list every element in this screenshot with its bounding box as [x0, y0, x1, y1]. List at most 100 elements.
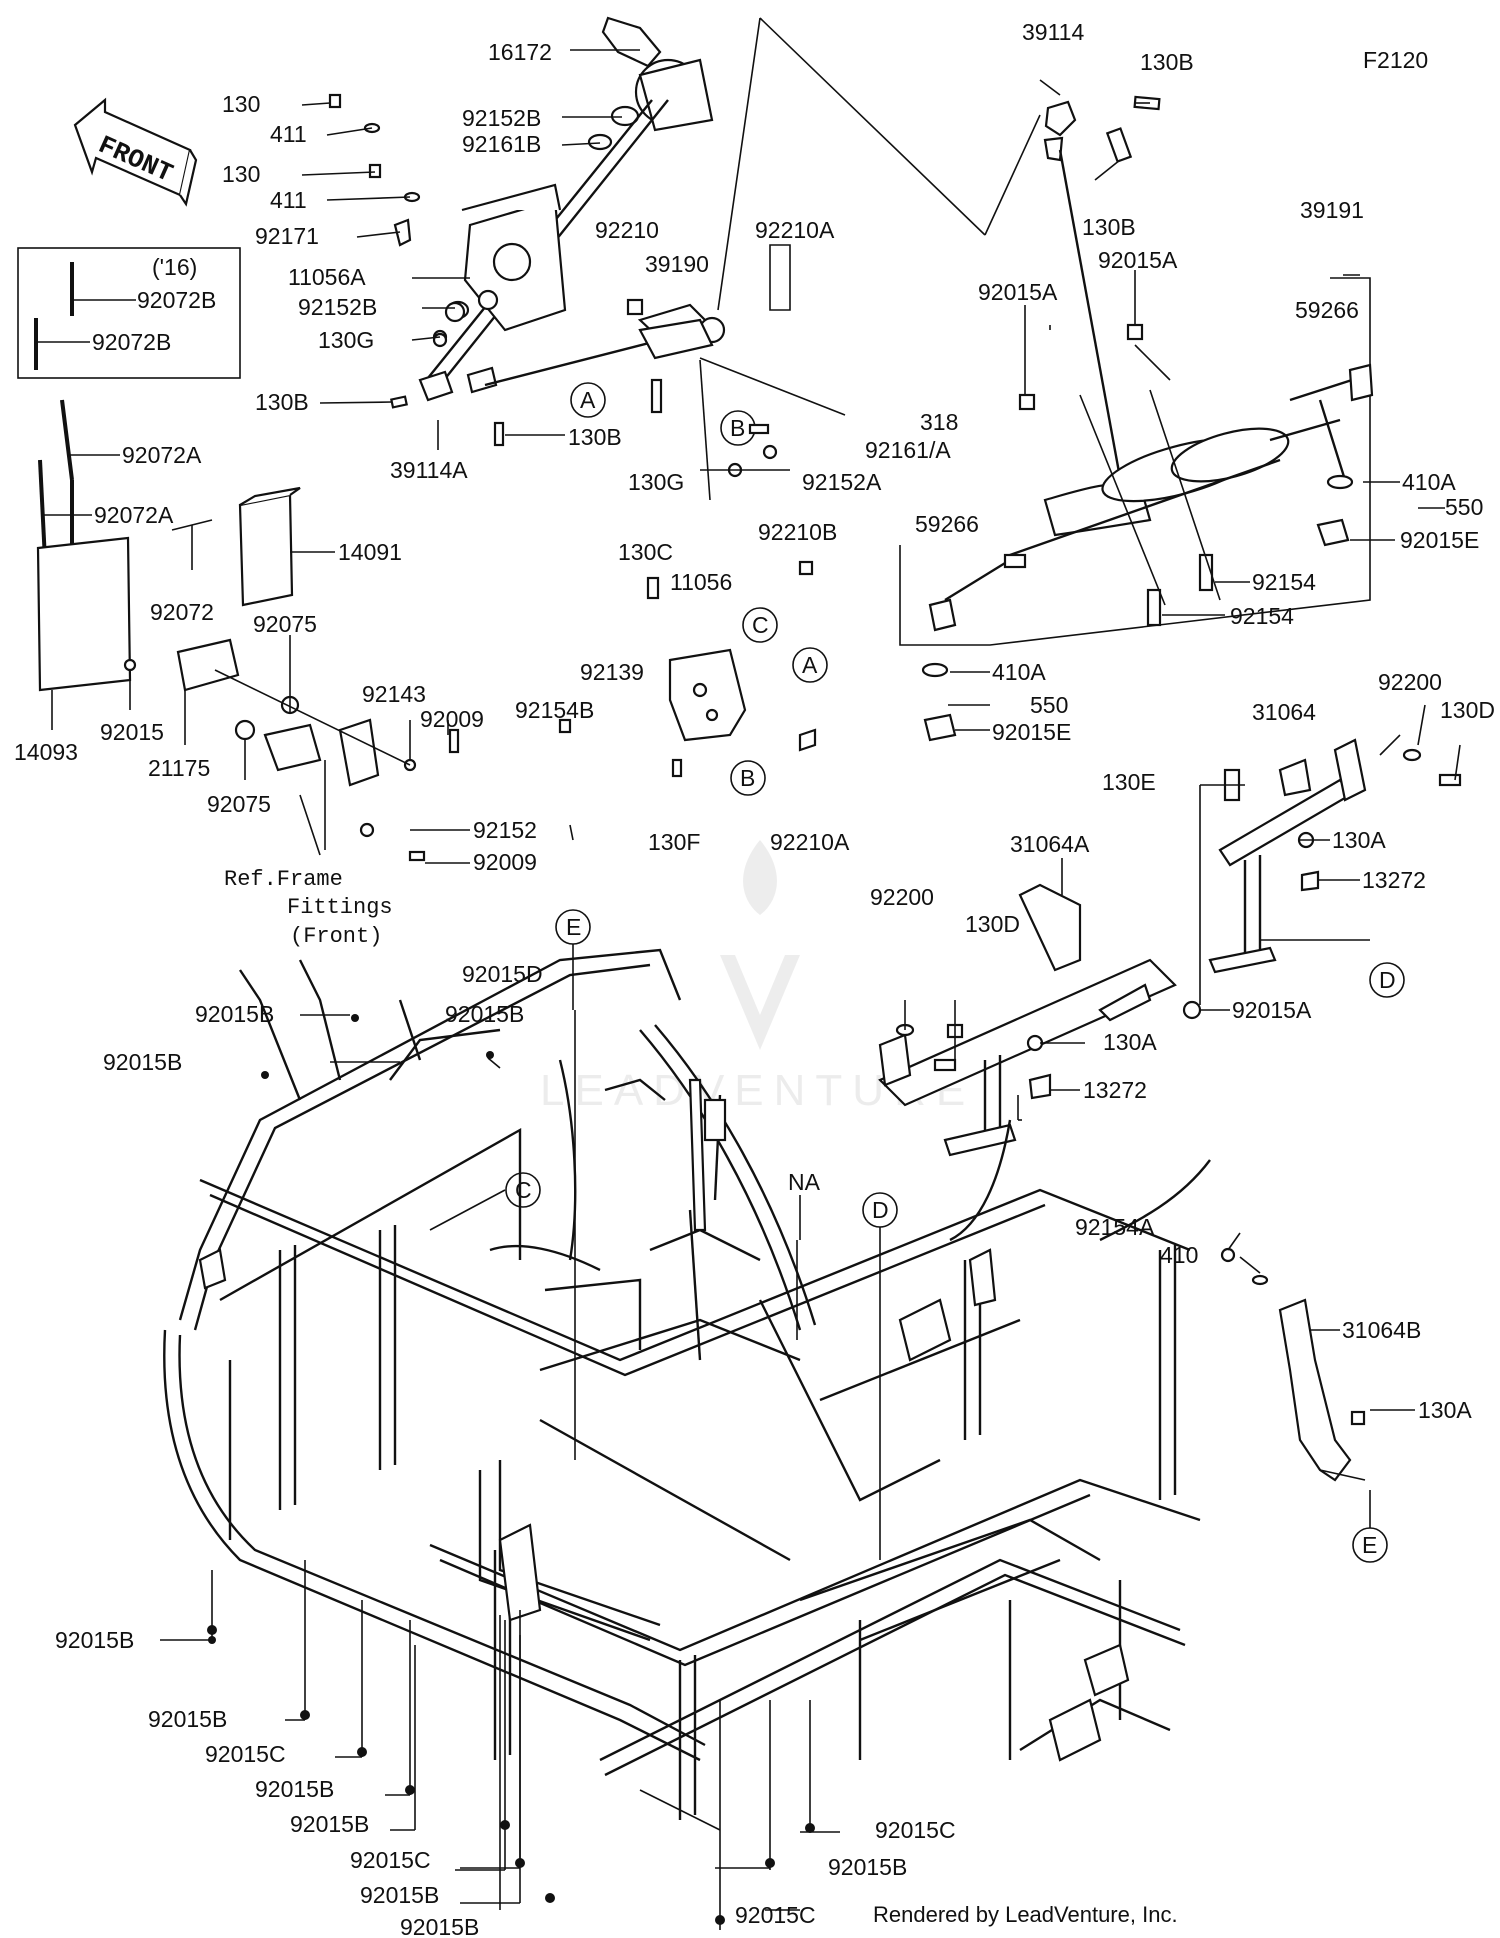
part-label-92015a: 92015A	[1098, 247, 1178, 273]
part-label-130b: 130B	[1140, 49, 1194, 75]
leader-lines	[36, 49, 1461, 1930]
part-label-92161-a: 92161/A	[865, 437, 951, 463]
part-label-550: 550	[1445, 494, 1483, 520]
part-label-92152: 92152	[473, 817, 537, 843]
part-label-92015a: 92015A	[978, 279, 1058, 305]
part-label-39114a: 39114A	[390, 457, 468, 483]
part-label-31064b: 31064B	[1342, 1317, 1421, 1343]
callout-A-2: A	[802, 652, 818, 678]
part-label-410: 410	[1160, 1242, 1198, 1268]
part-label-130d: 130D	[1440, 697, 1495, 723]
part-label-92075: 92075	[207, 791, 271, 817]
part-label-92200: 92200	[1378, 669, 1442, 695]
part-label-92072a: 92072A	[94, 502, 174, 528]
part-label-92152b: 92152B	[462, 105, 541, 131]
part-label-92009: 92009	[473, 849, 537, 875]
part-label-92015c: 92015C	[350, 1847, 431, 1873]
part-label-411: 411	[270, 121, 307, 147]
part-label-92210a: 92210A	[770, 829, 850, 855]
bracket-31064b-group: E	[1220, 1247, 1388, 1563]
callout-D-1: D	[1379, 967, 1396, 993]
callout-A-1: A	[580, 387, 596, 413]
callout-D-2: D	[872, 1197, 889, 1223]
part-label-13272: 13272	[1362, 867, 1426, 893]
part-label-92210: 92210	[595, 217, 659, 243]
year-note: ('16)	[152, 254, 197, 280]
center-callouts: A B	[570, 244, 846, 501]
part-label-92072: 92072	[150, 599, 214, 625]
part-label-92015b: 92015B	[255, 1776, 334, 1802]
part-label-92015c: 92015C	[205, 1741, 286, 1767]
part-label-92015b: 92015B	[290, 1811, 369, 1837]
part-label-31064: 31064	[1252, 699, 1316, 725]
part-label-92200: 92200	[870, 884, 934, 910]
callout-C-2: C	[515, 1177, 532, 1203]
part-label-14093: 14093	[14, 739, 78, 765]
part-label-92015e: 92015E	[1400, 527, 1479, 553]
part-label-92072b: 92072B	[137, 287, 216, 313]
part-label-130b: 130B	[1082, 214, 1136, 240]
part-label-130g: 130G	[628, 469, 684, 495]
ref-note-line-3: (Front)	[290, 924, 382, 949]
callout-E-2: E	[1362, 1532, 1377, 1558]
part-label-130f: 130F	[648, 829, 700, 855]
part-label-92015c: 92015C	[735, 1902, 816, 1928]
part-label-92015b: 92015B	[148, 1706, 227, 1732]
part-label-130a: 130A	[1332, 827, 1386, 853]
part-label-92015b: 92015B	[400, 1914, 479, 1938]
ref-note-line-2: Fittings	[287, 895, 393, 920]
part-label-92154: 92154	[1230, 603, 1294, 629]
part-label-16172: 16172	[488, 39, 552, 65]
center-bracket-group: C A B	[558, 560, 828, 796]
crossmember-group: D	[878, 734, 1462, 1157]
part-label-411: 411	[270, 187, 307, 213]
part-label-92015: 92015	[100, 719, 164, 745]
part-label-130d: 130D	[965, 911, 1020, 937]
part-label-92015b: 92015B	[55, 1627, 134, 1653]
part-label-92015c: 92015C	[875, 1817, 956, 1843]
part-label-318: 318	[920, 409, 958, 435]
part-label-92015a: 92015A	[1232, 997, 1312, 1023]
callout-E-1: E	[566, 914, 581, 940]
part-label-92171: 92171	[255, 223, 319, 249]
part-label-59266: 59266	[915, 511, 979, 537]
callout-B-1: B	[730, 415, 745, 441]
part-label-92015d: 92015D	[462, 961, 543, 987]
render-credit: Rendered by LeadVenture, Inc.	[873, 1902, 1178, 1927]
part-label-92154a: 92154A	[1075, 1214, 1155, 1240]
part-label-130a: 130A	[1103, 1029, 1157, 1055]
left-parts-group	[36, 399, 460, 862]
part-label-39191: 39191	[1300, 197, 1364, 223]
part-label-92015b: 92015B	[360, 1882, 439, 1908]
part-label-39190: 39190	[645, 251, 709, 277]
main-frame: C D E	[163, 909, 1211, 1820]
part-label-92015b: 92015B	[828, 1854, 907, 1880]
part-label-92075: 92075	[253, 611, 317, 637]
steering-rack-group	[899, 95, 1374, 742]
part-label-550: 550	[1030, 692, 1068, 718]
part-label-130b: 130B	[568, 424, 622, 450]
callout-C-1: C	[752, 612, 769, 638]
part-label-31064a: 31064A	[1010, 831, 1090, 857]
part-label-410a: 410A	[1402, 469, 1456, 495]
front-arrow-icon: FRONT	[73, 97, 198, 207]
part-label-59266: 59266	[1295, 297, 1359, 323]
part-label-410a: 410A	[992, 659, 1046, 685]
part-label-39114: 39114	[1022, 19, 1084, 45]
part-label-92210a: 92210A	[755, 217, 835, 243]
callout-B-2: B	[740, 765, 755, 791]
part-label-92154: 92154	[1252, 569, 1316, 595]
part-label-14091: 14091	[338, 539, 402, 565]
part-label-130b: 130B	[255, 389, 309, 415]
part-label-92015b: 92015B	[103, 1049, 182, 1075]
part-label-92015b: 92015B	[195, 1001, 274, 1027]
part-label-11056a: 11056A	[288, 264, 366, 290]
part-label-92152a: 92152A	[802, 469, 882, 495]
part-label-92009: 92009	[420, 706, 484, 732]
part-label-21175: 21175	[148, 755, 210, 781]
part-label-92210b: 92210B	[758, 519, 837, 545]
part-label-92152b: 92152B	[298, 294, 377, 320]
part-label-92139: 92139	[580, 659, 644, 685]
